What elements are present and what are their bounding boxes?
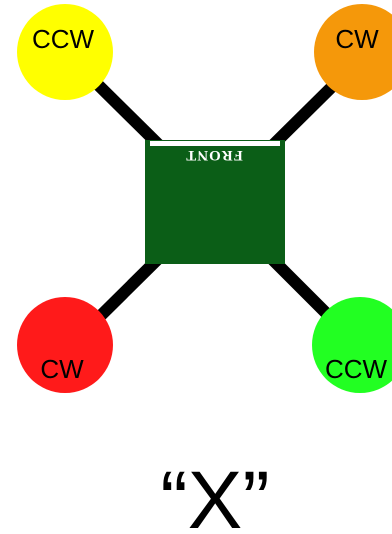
motor-front-left: CCW — [17, 4, 113, 100]
motor-rear-left-rotation: CW — [40, 354, 84, 384]
motor-front-right: CW — [314, 4, 392, 100]
motor-front-right-disc — [314, 4, 392, 100]
configuration-label: “X” — [160, 455, 269, 534]
motor-rear-right: CCW — [312, 297, 392, 393]
motor-rear-left: CW — [17, 297, 113, 393]
front-label: FRONT — [185, 147, 243, 163]
frame-body: FRONT — [145, 140, 285, 264]
motor-rear-right-disc — [312, 297, 392, 393]
front-strip — [150, 141, 280, 146]
motor-rear-left-disc — [17, 297, 113, 393]
motor-front-left-rotation: CCW — [32, 24, 95, 54]
motor-front-right-rotation: CW — [335, 24, 379, 54]
motor-front-left-disc — [17, 4, 113, 100]
motor-rear-right-rotation: CCW — [325, 354, 388, 384]
body-square — [145, 140, 285, 264]
